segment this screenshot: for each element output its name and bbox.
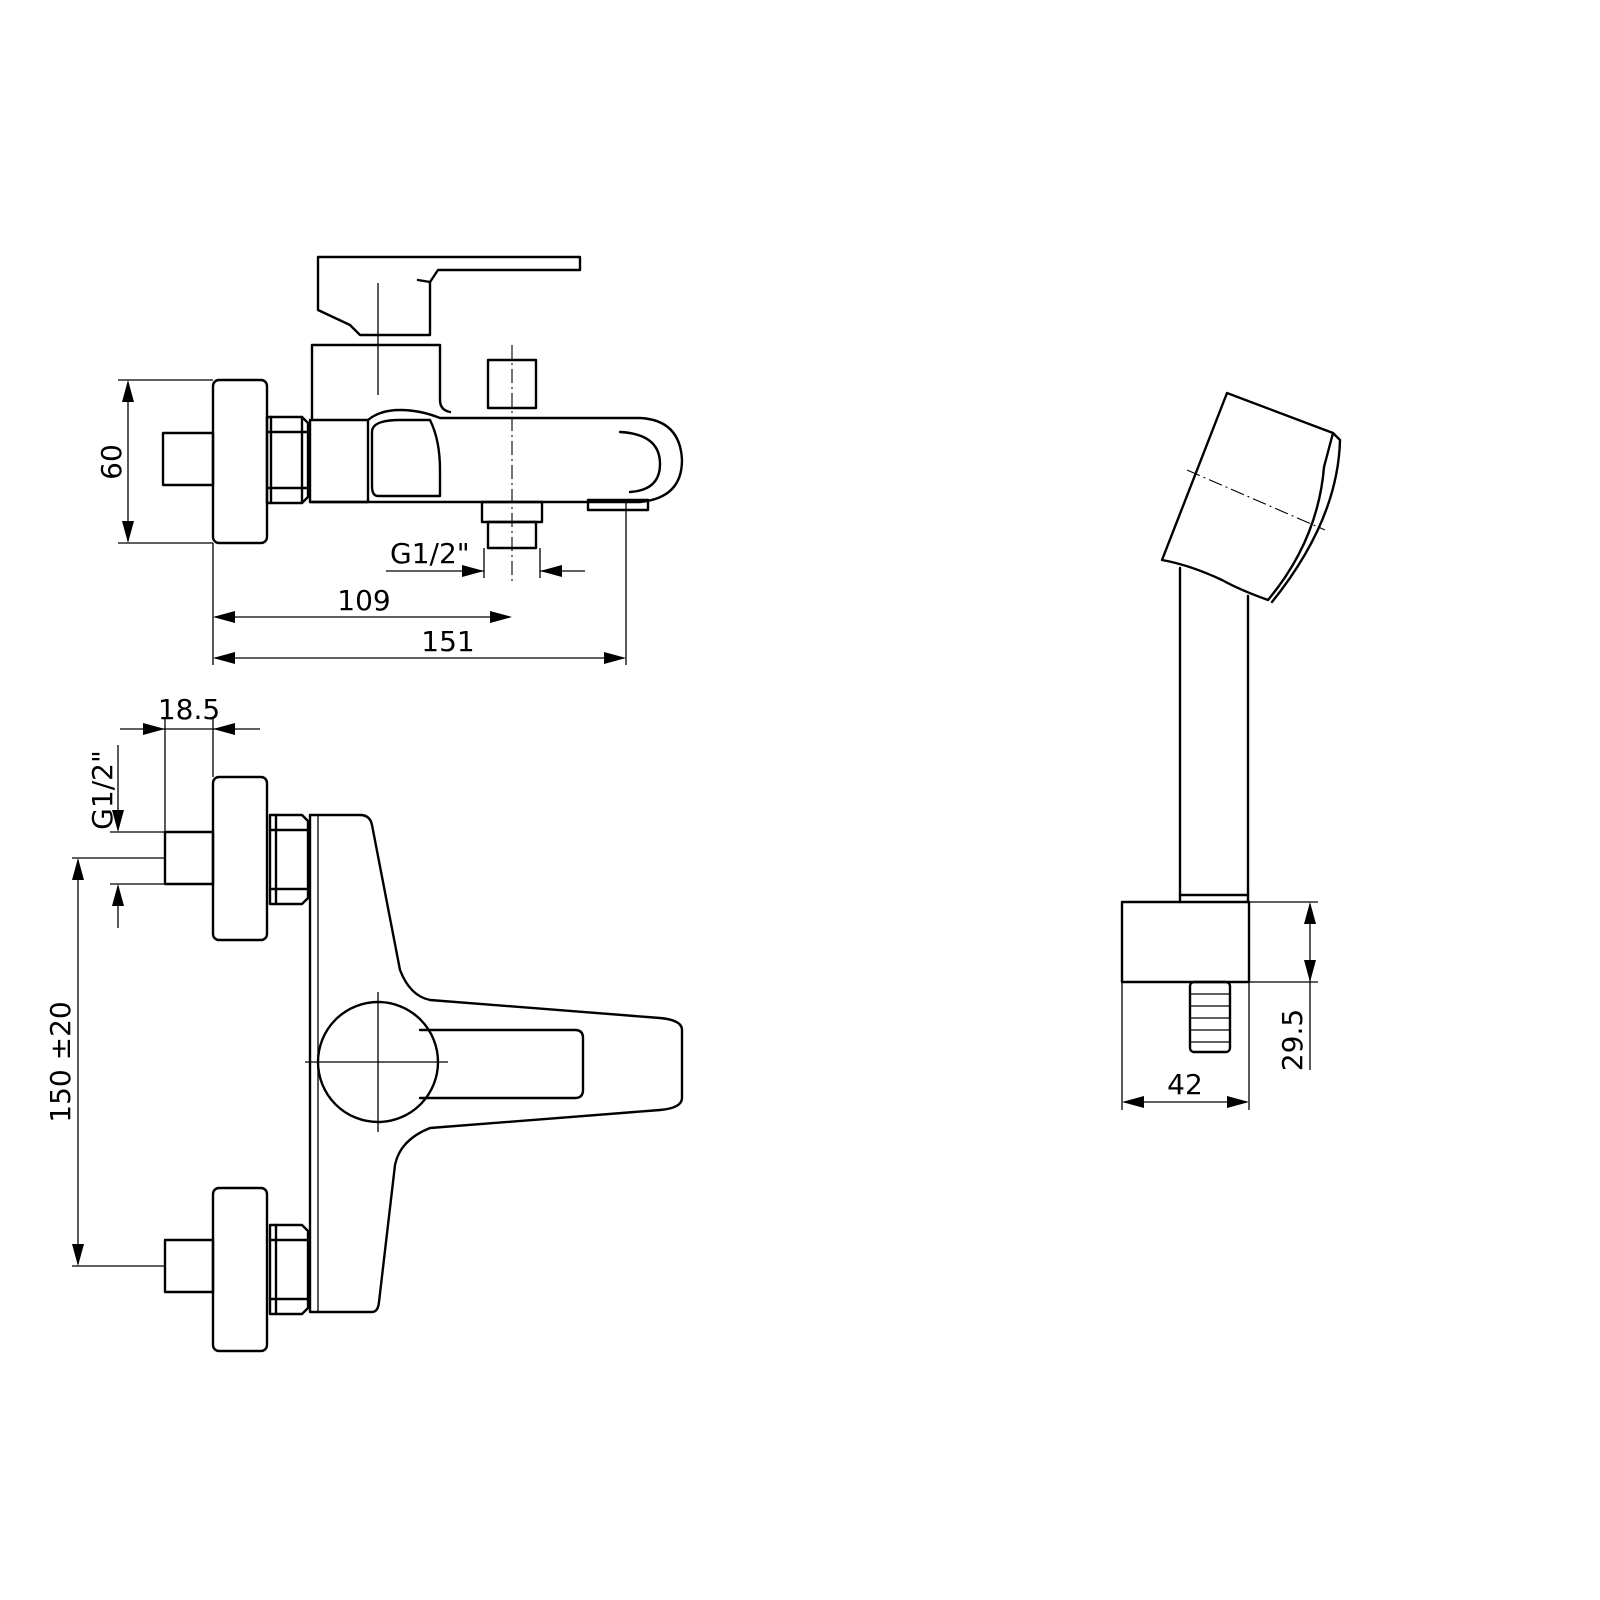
dim-label-29-5: 29.5 <box>1276 1009 1309 1071</box>
dim-label-60: 60 <box>95 444 128 480</box>
dim-label-18-5: 18.5 <box>158 693 220 726</box>
dim-42: 42 <box>1121 982 1250 1110</box>
dim-thread-top: G1/2" <box>386 537 585 578</box>
dim-label-thread-front: G1/2" <box>86 750 119 830</box>
dim-109: 109 <box>212 543 512 665</box>
dim-label-150: 150 ±20 <box>44 1001 77 1122</box>
dim-thread-front: G1/2" <box>86 745 165 928</box>
mixer-front-view <box>163 775 684 1353</box>
dim-label-42: 42 <box>1167 1068 1203 1101</box>
mixer-side-view <box>161 255 684 585</box>
dim-height-60: 60 <box>95 379 213 544</box>
dim-centers-150: 150 ±20 <box>44 857 165 1267</box>
dim-label-151: 151 <box>421 625 474 658</box>
hand-shower <box>1120 391 1342 1054</box>
dim-18-5: 18.5 <box>120 693 260 832</box>
dim-label-109: 109 <box>337 584 390 617</box>
dim-label-thread-top: G1/2" <box>390 537 470 570</box>
dim-151: 151 <box>213 502 627 665</box>
dim-29-5: 29.5 <box>1249 901 1318 1071</box>
